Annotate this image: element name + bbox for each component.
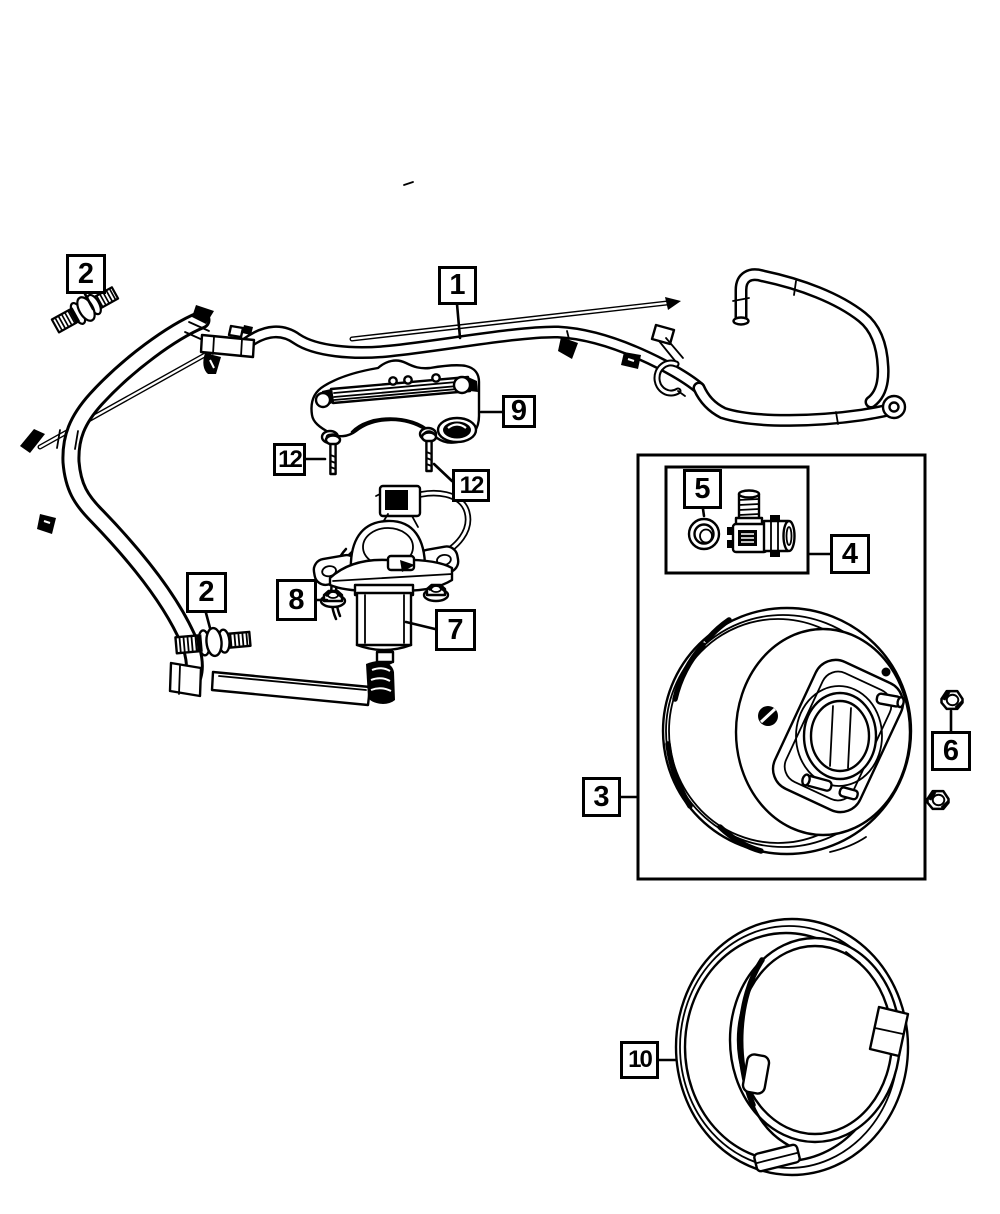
dust-shield-ring bbox=[674, 917, 910, 1177]
grommet bbox=[687, 517, 721, 551]
check-valve bbox=[727, 489, 796, 557]
vacuum-hose-assembly bbox=[20, 268, 907, 698]
callout-6[interactable]: 6 bbox=[931, 731, 971, 771]
flange-nut-right bbox=[422, 583, 450, 603]
vacuum-pump bbox=[312, 484, 472, 665]
mounting-screw-left bbox=[324, 433, 342, 476]
callout-9[interactable]: 9 bbox=[502, 395, 536, 428]
booster-group-box bbox=[636, 453, 927, 881]
callout-1[interactable]: 1 bbox=[438, 266, 477, 305]
callout-2-lower[interactable]: 2 bbox=[186, 572, 227, 613]
callout-12-left[interactable]: 12 bbox=[273, 443, 306, 476]
hex-nut-lower bbox=[926, 789, 950, 811]
print-artifact bbox=[403, 181, 414, 186]
callout-10[interactable]: 10 bbox=[620, 1041, 659, 1079]
callout-2-upper[interactable]: 2 bbox=[66, 254, 106, 294]
pump-supply-hose bbox=[210, 650, 395, 707]
hex-nut-upper bbox=[940, 689, 964, 711]
callout-4[interactable]: 4 bbox=[830, 534, 870, 574]
mounting-bracket bbox=[310, 359, 481, 445]
callout-3[interactable]: 3 bbox=[582, 777, 621, 817]
callout-5[interactable]: 5 bbox=[683, 469, 722, 509]
callout-8[interactable]: 8 bbox=[276, 579, 317, 621]
callout-12-right[interactable]: 12 bbox=[452, 469, 490, 502]
callout-leader-lines bbox=[83, 292, 953, 1062]
callout-7[interactable]: 7 bbox=[435, 609, 476, 651]
check-valve-group-box bbox=[664, 465, 810, 575]
power-brake-booster bbox=[661, 606, 913, 856]
